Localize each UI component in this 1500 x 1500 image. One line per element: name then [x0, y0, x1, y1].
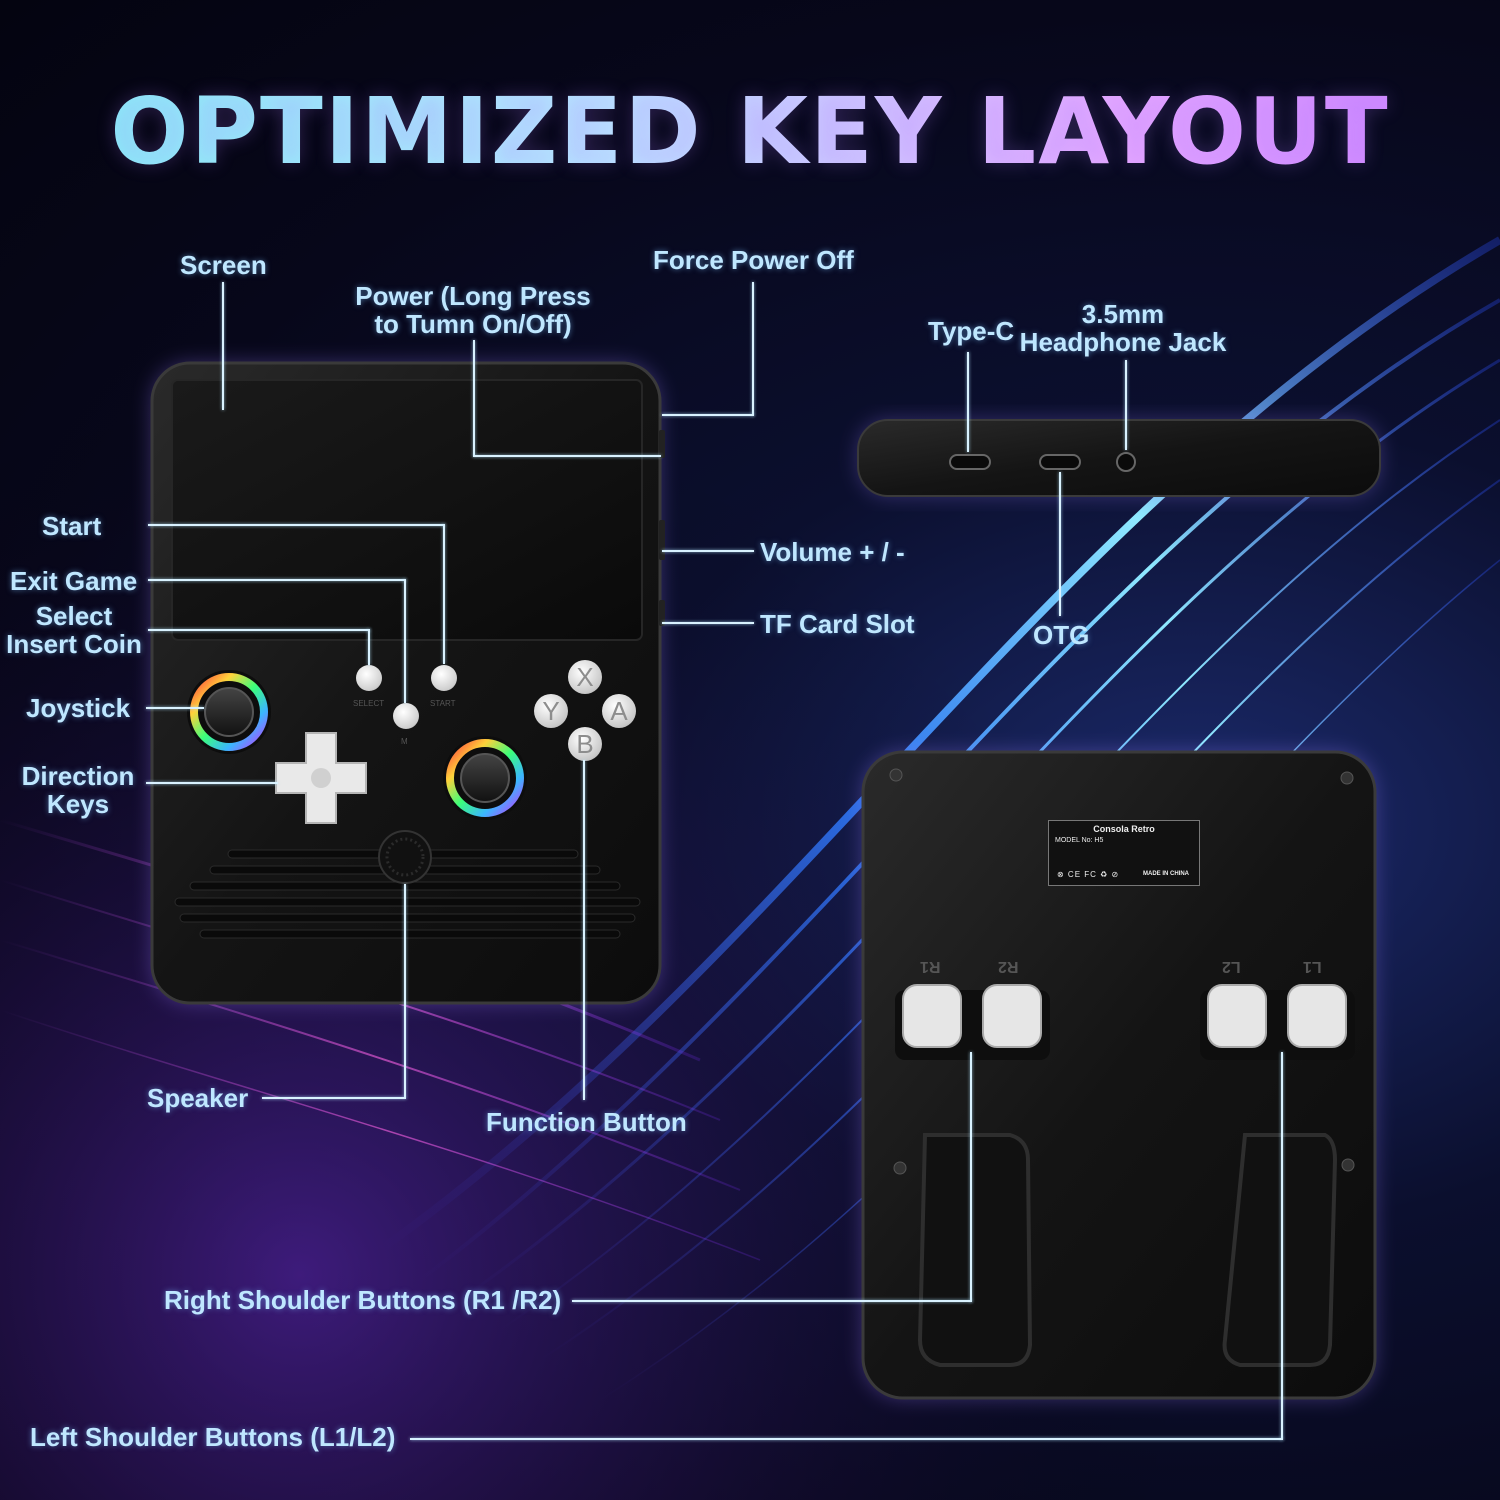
leader-otg — [1059, 472, 1061, 616]
y-button: Y — [534, 694, 568, 728]
leader-right-shoulder-h — [572, 1300, 972, 1302]
select-button — [356, 665, 382, 691]
label-force-power-off: Force Power Off — [653, 245, 854, 275]
label-left-shoulder: Left Shoulder Buttons (L1/L2) — [30, 1422, 396, 1452]
label-type-c: Type-C — [928, 316, 1015, 346]
leader-exit-game-h — [148, 579, 406, 581]
label-exit-game: Exit Game — [10, 566, 138, 596]
select-button-label: SELECT — [353, 699, 385, 708]
leader-start-h — [148, 524, 445, 526]
label-power: Power (Long Press to Tumn On/Off) — [355, 281, 591, 339]
leader-force-power-off-h — [662, 414, 754, 416]
label-right-shoulder: Right Shoulder Buttons (R1 /R2) — [164, 1285, 562, 1315]
leader-joystick — [146, 707, 204, 709]
leader-select-h — [148, 629, 370, 631]
label-volume: Volume + / - — [760, 537, 905, 567]
leader-type-c — [967, 352, 969, 452]
label-joystick: Joystick — [26, 693, 131, 723]
leader-screen — [222, 282, 224, 410]
leader-left-shoulder-h — [410, 1438, 1283, 1440]
label-tf-card-slot: TF Card Slot — [760, 609, 915, 639]
leader-speaker-v — [404, 884, 406, 1098]
leader-left-shoulder-v — [1281, 1052, 1283, 1440]
b-button: B — [568, 727, 602, 761]
leader-direction-keys — [146, 782, 278, 784]
rear-label-sticker: Consola Retro MODEL No: H5 ⊗ CE FC ♻ ⊘ M… — [1048, 820, 1200, 886]
a-button: A — [602, 694, 636, 728]
label-select-insert-coin: Select Insert Coin — [6, 601, 142, 659]
leader-select-v — [368, 629, 370, 665]
label-start: Start — [42, 511, 102, 541]
label-speaker: Speaker — [147, 1083, 249, 1113]
menu-button-label: M — [401, 737, 408, 746]
r2-label: R2 — [998, 958, 1019, 975]
x-button: X — [568, 660, 602, 694]
leader-headphone — [1125, 360, 1127, 450]
back-console — [861, 750, 1377, 1400]
label-otg: OTG — [1033, 620, 1090, 650]
leader-force-power-off-v — [752, 282, 754, 416]
leader-exit-game-v — [404, 579, 406, 703]
label-function-button: Function Button — [486, 1107, 687, 1137]
l1-label: L1 — [1303, 958, 1322, 975]
sticker-model: MODEL No: H5 — [1055, 837, 1104, 844]
sticker-brand: Consola Retro — [1093, 824, 1155, 834]
leader-speaker-h — [262, 1097, 406, 1099]
front-console — [150, 361, 665, 1005]
menu-button — [393, 703, 419, 729]
leader-right-shoulder-v — [970, 1052, 972, 1302]
leader-start-v — [443, 524, 445, 664]
sticker-certification-marks: ⊗ CE FC ♻ ⊘ — [1057, 870, 1120, 879]
page-title: OPTIMIZED KEY LAYOUT — [0, 78, 1500, 185]
start-button-label: START — [430, 699, 456, 708]
label-screen: Screen — [180, 250, 267, 280]
sticker-made-in: MADE IN CHINA — [1143, 871, 1189, 877]
leader-power-v — [473, 340, 475, 456]
label-headphone-jack: 3.5mm Headphone Jack — [1019, 299, 1227, 357]
leader-power-h — [473, 455, 661, 457]
leader-function-button — [583, 760, 585, 1100]
top-edge-view — [857, 419, 1381, 497]
leader-volume — [662, 550, 754, 552]
label-direction-keys: Direction Keys — [21, 761, 135, 819]
start-button — [431, 665, 457, 691]
leader-tf-card — [662, 622, 754, 624]
l2-label: L2 — [1222, 958, 1241, 975]
r1-label: R1 — [920, 958, 941, 975]
